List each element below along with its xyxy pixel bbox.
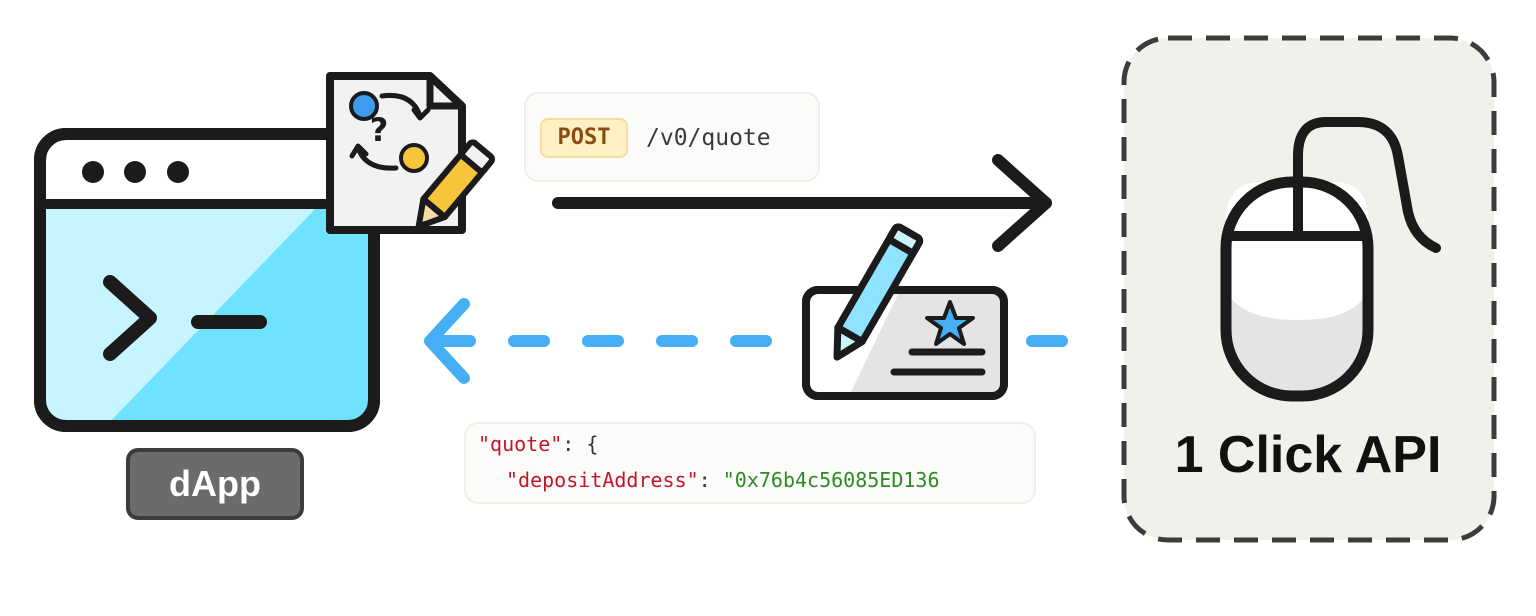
quote-document-edit-icon: ? (326, 72, 496, 234)
response-code-block: "quote": { "depositAddress": "0x76b4c560… (464, 422, 1036, 504)
request-box: POST /v0/quote (524, 92, 820, 182)
code-line: "depositAddress": "0x76b4c56085ED136 (506, 466, 940, 494)
dapp-label: dApp (126, 448, 304, 520)
http-method-badge: POST (540, 118, 628, 158)
signed-card-icon (802, 223, 1008, 400)
request-arrow (552, 154, 1052, 252)
json-key: "quote" (478, 432, 563, 456)
json-punct: : { (562, 432, 599, 456)
code-line: "quote": { (478, 430, 598, 458)
json-key: "depositAddress" (506, 468, 699, 492)
json-punct: : (698, 468, 723, 492)
computer-mouse-icon (1220, 117, 1441, 402)
endpoint-path: /v0/quote (646, 125, 771, 151)
terminal-window-icon (34, 128, 380, 432)
json-string-value: "0x76b4c56085ED136 (722, 468, 940, 492)
svg-text:?: ? (370, 111, 389, 149)
api-title: 1 Click API (1174, 426, 1442, 484)
